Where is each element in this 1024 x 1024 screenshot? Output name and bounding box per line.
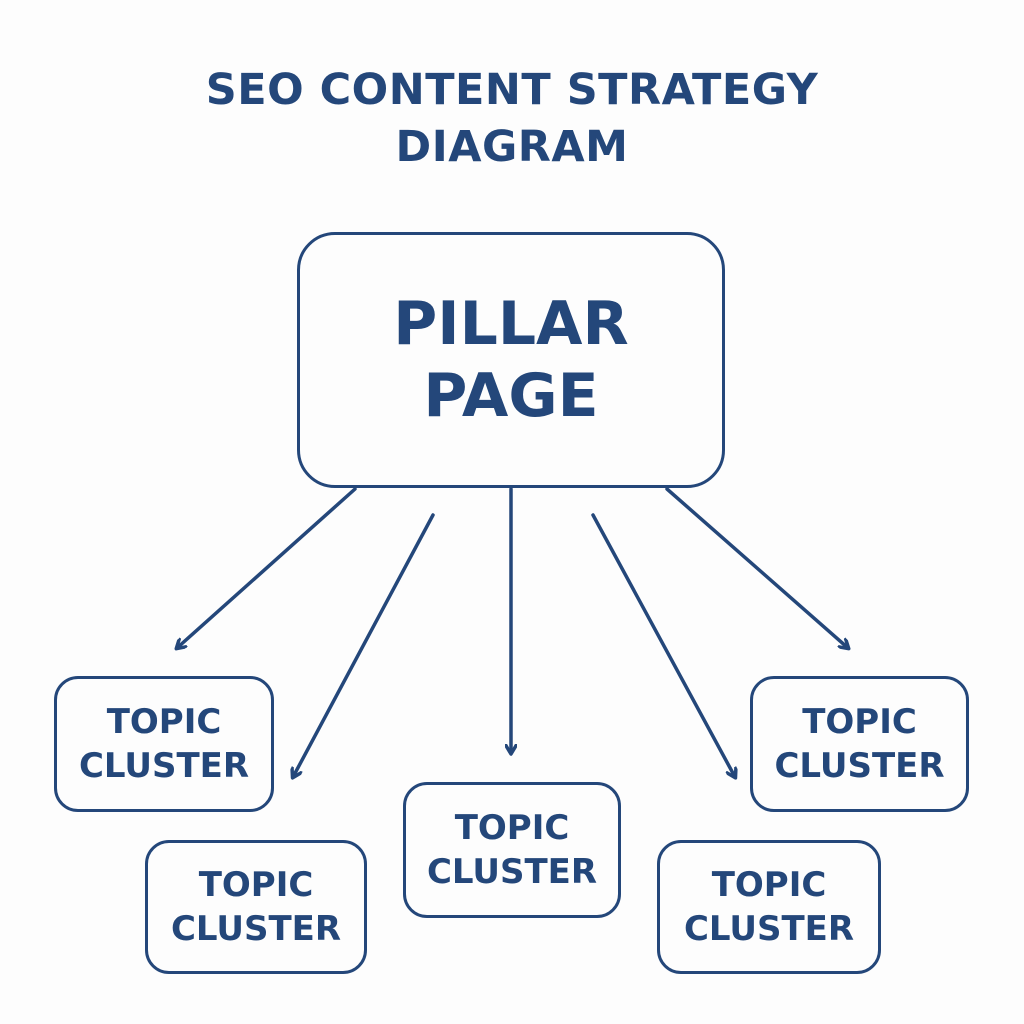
cluster-label-line-2: CLUSTER (774, 746, 945, 786)
pillar-label-line-2: PAGE (423, 361, 599, 431)
arrow-pillar-to-cluster-3 (665, 487, 848, 648)
pillar-label-line-1: PILLAR (393, 289, 629, 359)
cluster-label-line-2: CLUSTER (78, 746, 250, 786)
title-line-2: DIAGRAM (395, 122, 629, 172)
cluster-label-line-1: TOPIC (198, 865, 314, 905)
cluster-label-line-2: CLUSTER (170, 909, 342, 949)
topic-cluster-node: TOPIC CLUSTER (145, 840, 367, 974)
title-line-1: SEO CONTENT STRATEGY (205, 65, 819, 115)
cluster-label-line-1: TOPIC (711, 865, 827, 905)
arrow-pillar-to-cluster-0 (177, 487, 357, 648)
cluster-label-line-2: CLUSTER (683, 909, 855, 949)
arrow-pillar-to-cluster-1 (293, 513, 435, 777)
topic-cluster-node: TOPIC CLUSTER (750, 676, 969, 812)
cluster-label-line-1: TOPIC (454, 808, 570, 848)
arrow-pillar-to-cluster-4 (591, 513, 735, 777)
topic-cluster-node: TOPIC CLUSTER (54, 676, 274, 812)
cluster-label-line-2: CLUSTER (426, 852, 598, 892)
cluster-label-line-1: TOPIC (106, 702, 222, 742)
topic-cluster-node: TOPIC CLUSTER (403, 782, 621, 918)
diagram-title: SEO CONTENT STRATEGY DIAGRAM (0, 62, 1024, 176)
topic-cluster-node: TOPIC CLUSTER (657, 840, 881, 974)
pillar-page-node: PILLAR PAGE (297, 232, 725, 488)
cluster-label-line-1: TOPIC (802, 702, 917, 742)
